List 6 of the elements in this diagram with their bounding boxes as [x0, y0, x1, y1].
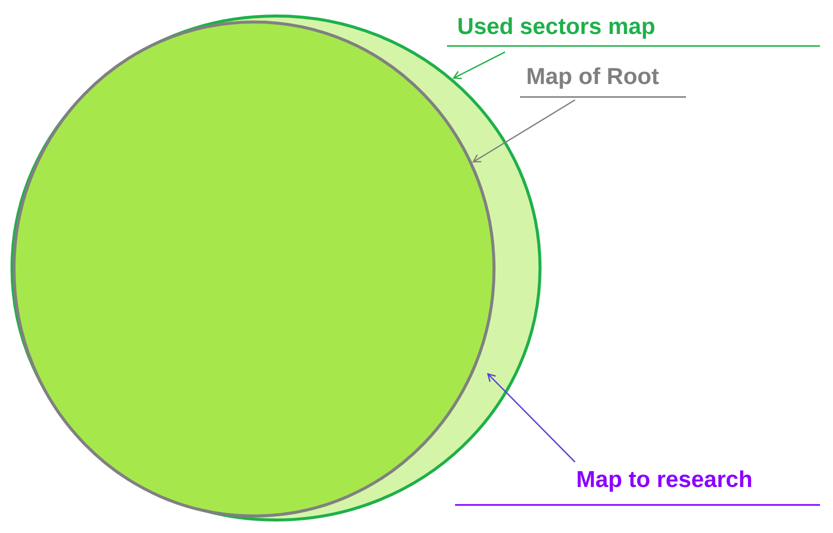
arrow: [472, 99, 576, 163]
arrow: [452, 51, 506, 80]
arrow: [487, 372, 576, 462]
underlined-label: Map to research: [455, 470, 820, 506]
underlined-label: Map of Root: [520, 67, 686, 98]
underlined-label: Used sectors map: [447, 17, 820, 47]
